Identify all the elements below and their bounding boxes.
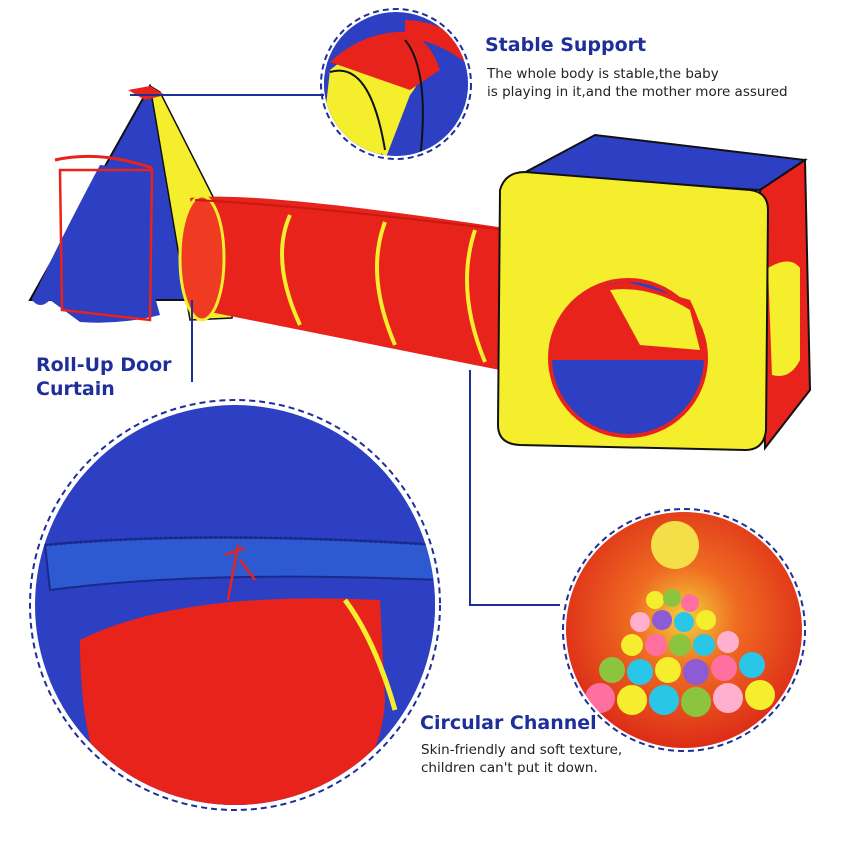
- stable-support-desc-line2: is playing in it,and the mother more ass…: [487, 84, 788, 100]
- tunnel: [178, 194, 506, 370]
- stable-support-description: The whole body is stable,the baby is pla…: [487, 65, 837, 101]
- roll-up-curtain-title: Roll-Up Door Curtain: [36, 353, 206, 401]
- circular-channel-desc-line1: Skin-friendly and soft texture,: [421, 742, 623, 758]
- circular-channel-detail: [562, 508, 806, 752]
- stable-support-desc-line1: The whole body is stable,the baby: [487, 66, 719, 82]
- roll-up-title-line2: Curtain: [36, 378, 115, 400]
- stable-support-detail: [320, 8, 472, 160]
- circular-channel-description: Skin-friendly and soft texture, children…: [421, 741, 721, 777]
- connector-lines: [130, 94, 560, 606]
- circular-channel-title: Circular Channel: [420, 712, 597, 734]
- cube-tent: [496, 133, 812, 452]
- roll-up-title-line1: Roll-Up Door: [36, 354, 172, 376]
- roll-up-curtain-detail: [29, 399, 441, 811]
- stable-support-title: Stable Support: [485, 34, 647, 56]
- circular-channel-desc-line2: children can't put it down.: [421, 760, 598, 776]
